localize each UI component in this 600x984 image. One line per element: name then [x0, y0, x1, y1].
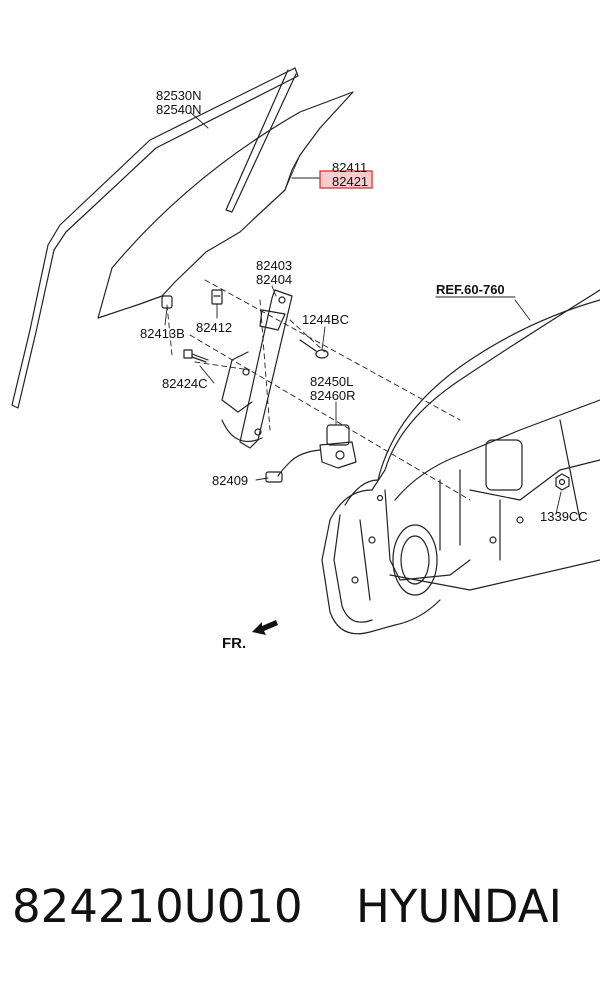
part-number: 824210U010	[12, 880, 303, 933]
label-1244bc: 1244BC	[302, 312, 349, 327]
label-82409: 82409	[212, 473, 248, 488]
bolt-82424c	[183, 349, 209, 363]
label-82413b: 82413B	[140, 326, 185, 341]
label-82540n: 82540N	[156, 102, 202, 117]
label-82450l: 82450L	[310, 374, 353, 389]
label-82530n: 82530N	[156, 88, 202, 103]
footer: 824210U010 HYUNDAI	[0, 872, 600, 952]
leader-lines	[164, 111, 562, 515]
label-82421: 82421	[332, 174, 368, 189]
door-glass	[97, 91, 354, 319]
label-1339cc: 1339CC	[540, 509, 588, 524]
label-ref-60-760: REF.60-760	[436, 282, 505, 297]
label-82403: 82403	[256, 258, 292, 273]
brand-name: HYUNDAI	[356, 880, 562, 933]
label-82412: 82412	[196, 320, 232, 335]
nut-1339cc	[555, 473, 570, 491]
label-82411: 82411	[332, 160, 367, 175]
wire-harness	[265, 449, 321, 483]
window-regulator	[221, 289, 293, 449]
run-channel	[11, 67, 299, 409]
front-arrow-icon	[252, 620, 278, 635]
label-82404: 82404	[256, 272, 292, 287]
clip-82412	[211, 289, 223, 305]
label-fr: FR.	[222, 635, 246, 652]
regulator-motor	[319, 424, 357, 469]
guide-lines	[166, 279, 471, 501]
door-panel	[321, 289, 600, 635]
label-82424c: 82424C	[162, 376, 208, 391]
bolt-1244bc	[299, 339, 329, 359]
label-82460r: 82460R	[310, 388, 356, 403]
highlight-box	[319, 170, 373, 189]
